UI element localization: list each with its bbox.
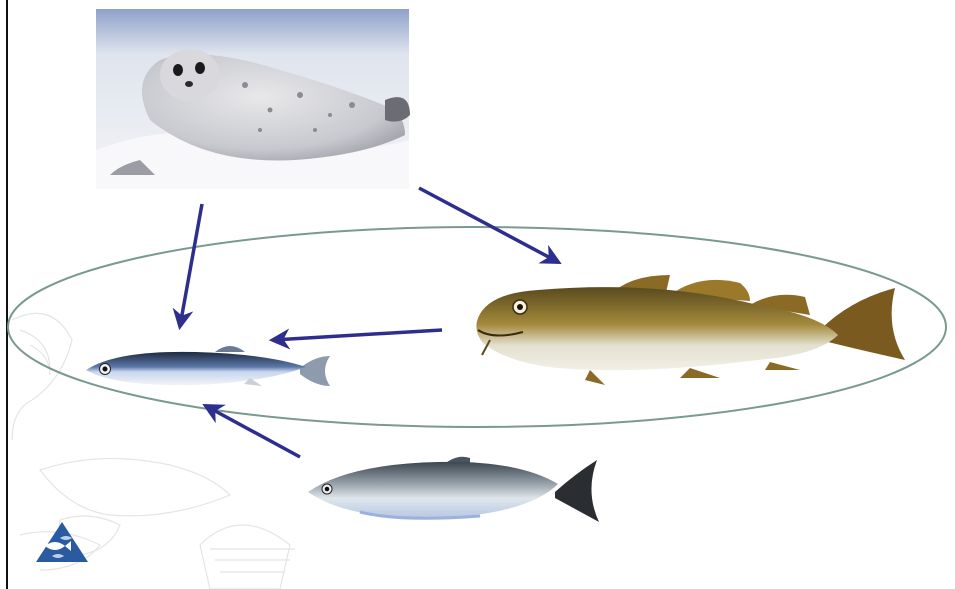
arrow-cod-to-capelin — [273, 330, 442, 340]
capelin-photo — [86, 346, 330, 386]
harp-seal-photo — [96, 9, 410, 189]
arrow-herring-to-capelin — [206, 406, 300, 457]
atlantic-cod-photo — [476, 275, 905, 385]
herring-photo — [308, 457, 599, 522]
arrow-seal-to-cod — [419, 188, 558, 262]
triangle-fish-logo — [36, 522, 88, 562]
arrow-seal-to-capelin — [180, 204, 202, 326]
